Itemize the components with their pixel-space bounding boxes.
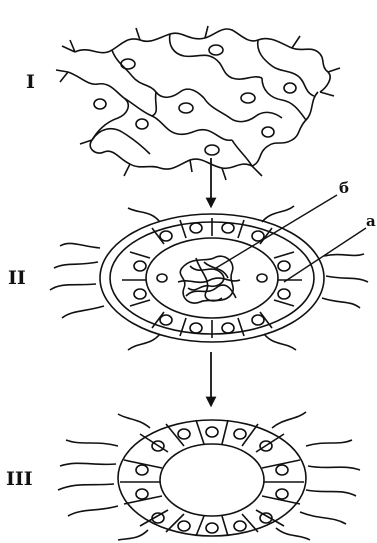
stage-3-label: III (6, 468, 33, 490)
stage-1-label: I (26, 71, 35, 93)
stage-2-label: II (8, 267, 26, 289)
callout-a-label: а (366, 212, 376, 230)
stage-2-cell-cluster (50, 206, 368, 350)
callout-b-label: б (339, 179, 349, 197)
stage-1-cell-network (56, 26, 340, 180)
stage-3-cell-ring (58, 412, 360, 540)
